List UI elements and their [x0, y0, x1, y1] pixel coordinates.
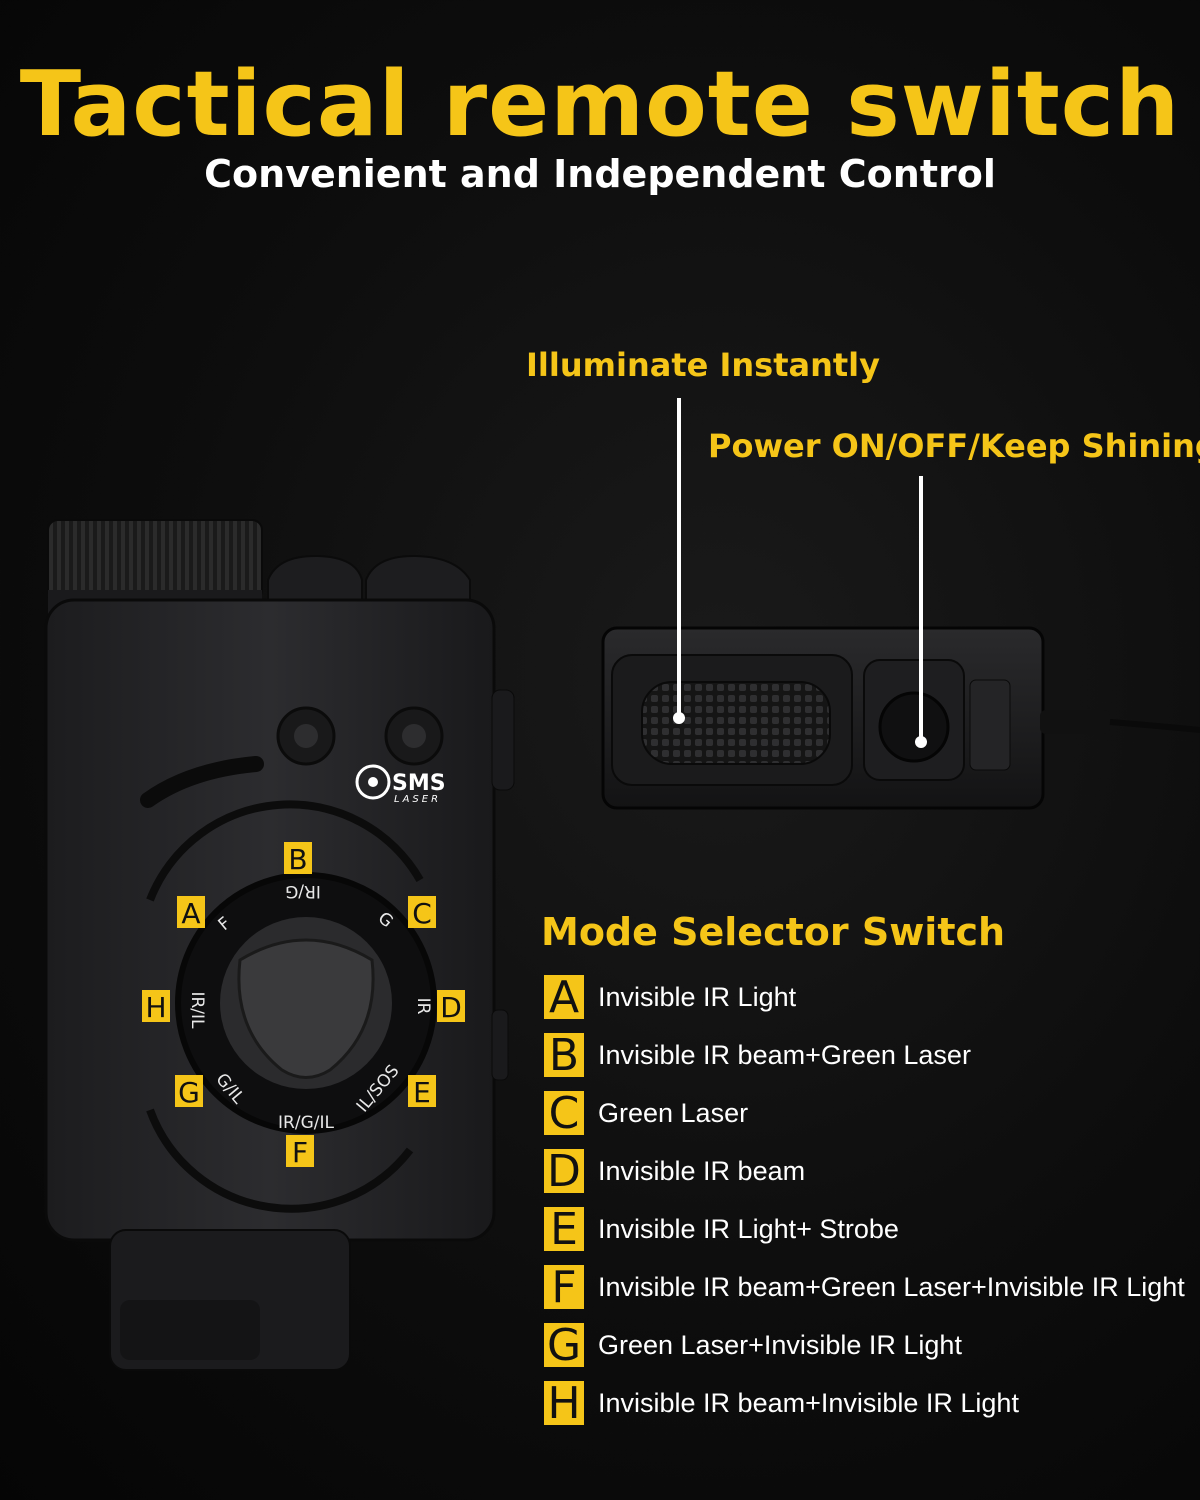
mode-label: Invisible IR Light [598, 981, 797, 1012]
mode-label: Invisible IR Light+ Strobe [598, 1213, 899, 1244]
callout-illuminate: Illuminate Instantly [526, 346, 880, 384]
dial-mode-ir-g-il: IR/G/IL [278, 1113, 334, 1133]
dial-letter-d: D [440, 991, 462, 1024]
list-item: B Invisible IR beam+Green Laser [544, 1026, 1194, 1084]
list-item: A Invisible IR Light [544, 968, 1194, 1026]
list-item: E Invisible IR Light+ Strobe [544, 1200, 1194, 1258]
pressure-pad [641, 681, 831, 765]
mode-selector-title: Mode Selector Switch [541, 910, 1006, 954]
mode-letter-badge: A [544, 975, 584, 1021]
mode-list: A Invisible IR Light B Invisible IR beam… [544, 968, 1194, 1432]
list-item: D Invisible IR beam [544, 1142, 1194, 1200]
mode-letter-badge: B [544, 1033, 584, 1079]
list-item: G Green Laser+Invisible IR Light [544, 1316, 1194, 1374]
list-item: H Invisible IR beam+Invisible IR Light [544, 1374, 1194, 1432]
dial-letter-g: G [178, 1076, 200, 1109]
cable [1109, 719, 1200, 733]
dial-letter-e: E [413, 1076, 431, 1109]
mode-label: Green Laser+Invisible IR Light [598, 1329, 962, 1360]
brand-name: SMS [392, 771, 446, 796]
mode-label: Invisible IR beam+Green Laser [598, 1039, 971, 1070]
mode-letter-badge: H [544, 1381, 584, 1427]
dial-mode-ir-g: IR/G [285, 881, 321, 901]
laser-device [44, 519, 515, 1371]
mode-letter-badge: C [544, 1091, 584, 1137]
page-subtitle: Convenient and Independent Control [204, 152, 996, 196]
mode-selector-knob [237, 938, 375, 1079]
mode-letter-badge: F [544, 1265, 584, 1311]
mode-letter-badge: E [544, 1207, 584, 1253]
mode-label: Invisible IR beam+Invisible IR Light [598, 1387, 1019, 1418]
dial-mode-ir-il: IR/IL [187, 991, 207, 1029]
power-button [878, 691, 950, 763]
mode-letter-badge: G [544, 1323, 584, 1369]
brand-subtitle: LASER [394, 794, 441, 805]
dial-letter-b: B [288, 843, 307, 876]
list-item: F Invisible IR beam+Green Laser+Invisibl… [544, 1258, 1194, 1316]
dial-letter-h: H [145, 991, 166, 1024]
brand-logo-icon [355, 764, 391, 800]
dial-letter-a: A [181, 897, 200, 930]
mode-letter-badge: D [544, 1149, 584, 1195]
mode-label: Invisible IR beam+Green Laser+Invisible … [598, 1271, 1185, 1302]
dial-mode-ir: IR [413, 998, 433, 1015]
remote-switch [601, 626, 1200, 810]
dial-letter-f: F [292, 1136, 308, 1169]
mode-label: Invisible IR beam [598, 1155, 806, 1186]
page-title: Tactical remote switch [19, 52, 1181, 157]
mode-label: Green Laser [598, 1097, 749, 1128]
list-item: C Green Laser [544, 1084, 1194, 1142]
dial-letter-c: C [412, 897, 432, 930]
callout-power: Power ON/OFF/Keep Shining [708, 427, 1200, 465]
